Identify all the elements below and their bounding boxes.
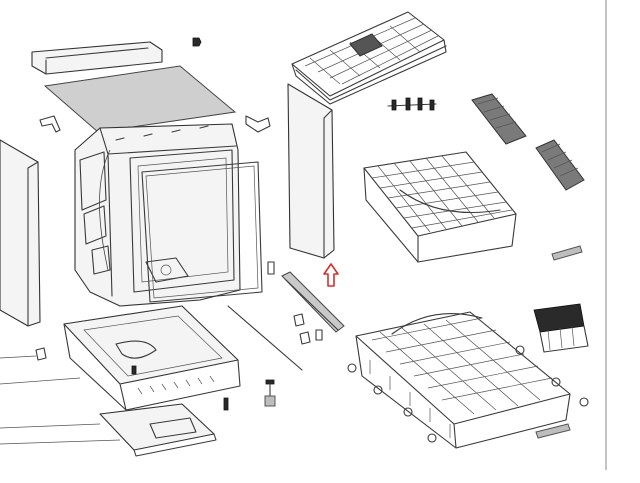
- worktop-panel: [43, 65, 237, 133]
- connector-clip: [35, 347, 47, 361]
- highlight-arrow-icon: [323, 263, 339, 287]
- rail-guide: [281, 271, 345, 333]
- rail-pin: [551, 245, 583, 261]
- top-handle-rail: [31, 41, 163, 75]
- cutlery-basket: [533, 303, 589, 353]
- cutlery-holder: [471, 93, 585, 191]
- top-screw: [192, 37, 202, 47]
- spray-arm-clip: [387, 97, 437, 111]
- hinge-bracket: [39, 115, 271, 133]
- upper-basket: [363, 151, 517, 263]
- upper-cutlery-tray: [291, 11, 447, 105]
- door-seal: [141, 161, 263, 303]
- adjustable-foot: [264, 379, 276, 407]
- rail-strip: [227, 305, 303, 371]
- rail-clips: [267, 261, 323, 345]
- lower-basket: [355, 311, 571, 449]
- tub-body: [74, 123, 241, 307]
- bottom-rail-strip: [535, 423, 571, 439]
- leader-lines: [0, 355, 121, 445]
- base-frame: [63, 305, 241, 411]
- side-panel-left: [0, 139, 41, 327]
- sump-cover: [99, 403, 217, 457]
- door-panel: [287, 83, 335, 259]
- wheel-pin: [347, 345, 589, 443]
